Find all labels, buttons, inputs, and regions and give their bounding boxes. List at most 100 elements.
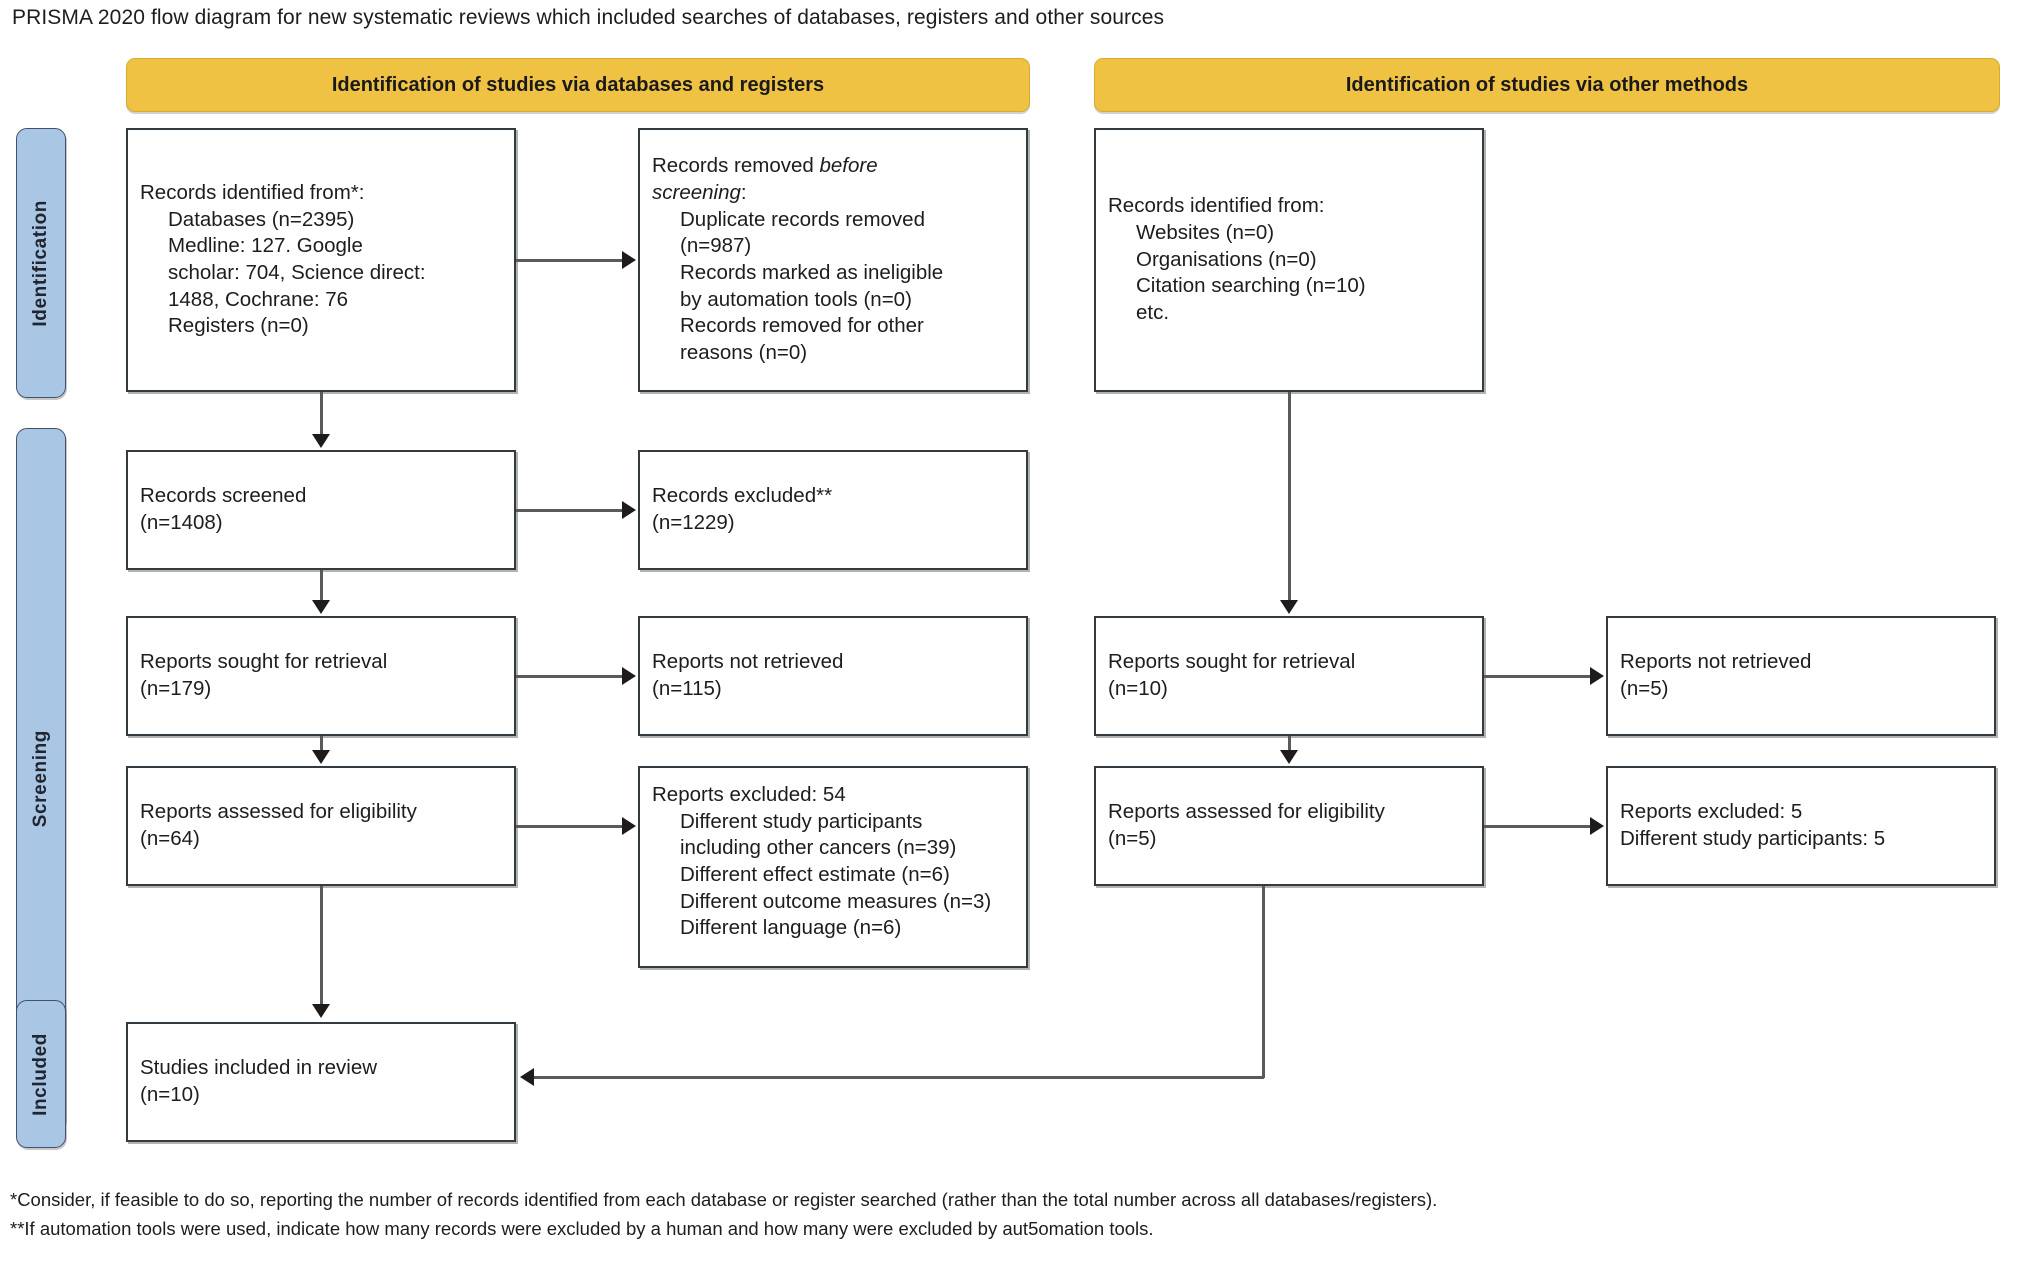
box-reports-not-retrieved: Reports not retrieved (n=115): [638, 616, 1028, 736]
connector-sought-other-to-not-retrieved: [1484, 675, 1590, 678]
connector-other-identified-to-sought: [1288, 392, 1291, 602]
records-excluded-label: Records excluded**: [652, 484, 833, 508]
other-identified-etc: etc.: [1136, 300, 1170, 324]
box-reports-assessed-for-eligibility-other: Reports assessed for eligibility (n=5): [1094, 766, 1484, 886]
stage-label-screening-text: Screening: [30, 730, 51, 828]
records-excluded-count: (n=1229): [652, 511, 735, 534]
box-records-identified-from: Records identified from*: Databases (n=2…: [126, 128, 516, 392]
records-removed-heading-line2: screening:: [652, 180, 1014, 207]
reports-excluded-other-heading: Reports excluded: 5: [1620, 800, 1803, 824]
connector-screened-to-excluded: [516, 509, 622, 512]
reports-sought-other-label: Reports sought for retrieval: [1108, 650, 1356, 674]
reports-not-retrieved-label: Reports not retrieved: [652, 650, 844, 674]
reports-assessed-other-count: (n=5): [1108, 827, 1157, 850]
arrowhead-identified-to-removed: [622, 251, 636, 269]
arrowhead-assessed-other-to-excluded: [1590, 817, 1604, 835]
reports-assessed-label: Reports assessed for eligibility: [140, 800, 417, 824]
box-reports-excluded-with-reasons: Reports excluded: 54 Different study par…: [638, 766, 1028, 968]
connector-screened-to-sought: [320, 570, 323, 602]
box-reports-excluded-other: Reports excluded: 5 Different study part…: [1606, 766, 1996, 886]
records-screened-count: (n=1408): [140, 511, 223, 534]
other-identified-citation-searching: Citation searching (n=10): [1136, 274, 1366, 298]
reports-assessed-count: (n=64): [140, 827, 200, 850]
studies-included-count: (n=10): [140, 1083, 200, 1106]
stage-label-identification: Identification: [16, 128, 66, 398]
reports-sought-other-count: (n=10): [1108, 677, 1168, 700]
records-screened-label: Records screened: [140, 484, 307, 508]
records-removed-heading-line1: Records removed before: [652, 153, 1014, 180]
box-reports-sought-for-retrieval: Reports sought for retrieval (n=179): [126, 616, 516, 736]
arrowhead-assessed-to-included: [312, 1004, 330, 1018]
arrowhead-other-identified-to-sought: [1280, 600, 1298, 614]
reports-not-retrieved-other-count: (n=5): [1620, 677, 1669, 700]
connector-assessed-to-excluded: [516, 825, 622, 828]
reports-excluded-reason-participants: Different study participants: [680, 809, 923, 833]
records-identified-scholar-sciencedirect: scholar: 704, Science direct:: [168, 261, 426, 284]
records-removed-other-reasons: Records removed for other: [680, 314, 924, 338]
records-removed-other-reasons-count: reasons (n=0): [680, 340, 808, 364]
box-records-screened: Records screened (n=1408): [126, 450, 516, 570]
reports-excluded-reason-effect-estimate: Different effect estimate (n=6): [680, 862, 950, 886]
connector-identified-to-removed: [516, 259, 622, 262]
box-records-removed-before-screening: Records removed before screening: Duplic…: [638, 128, 1028, 392]
other-identified-heading: Records identified from:: [1108, 194, 1325, 218]
reports-not-retrieved-count: (n=115): [652, 677, 722, 700]
studies-included-label: Studies included in review: [140, 1056, 378, 1080]
arrowhead-screened-to-excluded: [622, 501, 636, 519]
connector-assessed-other-to-included-vertical: [1262, 886, 1265, 1078]
records-removed-heading-italic-screening: screening: [652, 181, 741, 205]
column-header-other-methods: Identification of studies via other meth…: [1094, 58, 2000, 112]
connector-assessed-to-included: [320, 886, 323, 1006]
stage-label-included-text: Included: [30, 1032, 51, 1116]
reports-sought-count: (n=179): [140, 677, 212, 700]
records-identified-databases: Databases (n=2395): [168, 207, 355, 231]
arrowhead-assessed-to-excluded: [622, 817, 636, 835]
arrowhead-identified-to-screened: [312, 434, 330, 448]
records-removed-heading-normal: Records removed: [652, 154, 820, 178]
records-identified-heading: Records identified from*:: [140, 181, 365, 205]
reports-excluded-reason-outcome-measures: Different outcome measures (n=3): [680, 889, 992, 913]
connector-sought-to-assessed: [320, 736, 323, 752]
reports-excluded-heading: Reports excluded: 54: [652, 783, 846, 806]
page-title: PRISMA 2020 flow diagram for new systema…: [12, 6, 1165, 29]
box-reports-sought-for-retrieval-other: Reports sought for retrieval (n=10): [1094, 616, 1484, 736]
reports-assessed-other-label: Reports assessed for eligibility: [1108, 800, 1385, 824]
arrowhead-sought-to-not-retrieved: [622, 667, 636, 685]
connector-assessed-other-to-excluded: [1484, 825, 1590, 828]
records-identified-cochrane: 1488, Cochrane: 76: [168, 287, 349, 311]
box-records-identified-other-methods: Records identified from: Websites (n=0) …: [1094, 128, 1484, 392]
arrowhead-assessed-other-to-included: [520, 1068, 534, 1086]
footnote-single-asterisk: *Consider, if feasible to do so, reporti…: [10, 1189, 1438, 1210]
stage-label-identification-text: Identification: [30, 199, 51, 327]
records-removed-duplicates: Duplicate records removed: [680, 207, 925, 231]
arrowhead-sought-other-to-not-retrieved: [1590, 667, 1604, 685]
box-records-excluded: Records excluded** (n=1229): [638, 450, 1028, 570]
records-removed-ineligible: Records marked as ineligible: [680, 261, 944, 284]
stage-label-included: Included: [16, 1000, 66, 1148]
other-identified-organisations: Organisations (n=0): [1136, 247, 1317, 271]
arrowhead-screened-to-sought: [312, 600, 330, 614]
box-studies-included-in-review: Studies included in review (n=10): [126, 1022, 516, 1142]
records-identified-registers: Registers (n=0): [168, 314, 309, 338]
column-header-databases-registers: Identification of studies via databases …: [126, 58, 1030, 112]
connector-identified-to-screened: [320, 392, 323, 436]
reports-sought-label: Reports sought for retrieval: [140, 650, 388, 674]
arrowhead-sought-to-assessed: [312, 750, 330, 764]
records-removed-heading-colon: :: [740, 181, 747, 205]
connector-sought-to-not-retrieved: [516, 675, 622, 678]
footnotes: *Consider, if feasible to do so, reporti…: [10, 1186, 1437, 1243]
records-removed-duplicates-count: (n=987): [680, 234, 752, 258]
records-identified-medline-google: Medline: 127. Google: [168, 234, 363, 258]
reports-excluded-other-reason: Different study participants: 5: [1620, 827, 1886, 850]
reports-excluded-reason-other-cancers: including other cancers (n=39): [680, 836, 957, 860]
box-reports-not-retrieved-other: Reports not retrieved (n=5): [1606, 616, 1996, 736]
connector-sought-other-to-assessed: [1288, 736, 1291, 752]
connector-assessed-other-to-included-horizontal: [534, 1076, 1264, 1079]
reports-not-retrieved-other-label: Reports not retrieved: [1620, 650, 1812, 674]
arrowhead-sought-other-to-assessed: [1280, 750, 1298, 764]
reports-excluded-reason-language: Different language (n=6): [680, 916, 902, 940]
records-removed-automation-tools: by automation tools (n=0): [680, 287, 912, 311]
footnote-double-asterisk: **If automation tools were used, indicat…: [10, 1217, 1154, 1239]
records-removed-heading-italic-before: before: [819, 154, 878, 178]
box-reports-assessed-for-eligibility: Reports assessed for eligibility (n=64): [126, 766, 516, 886]
